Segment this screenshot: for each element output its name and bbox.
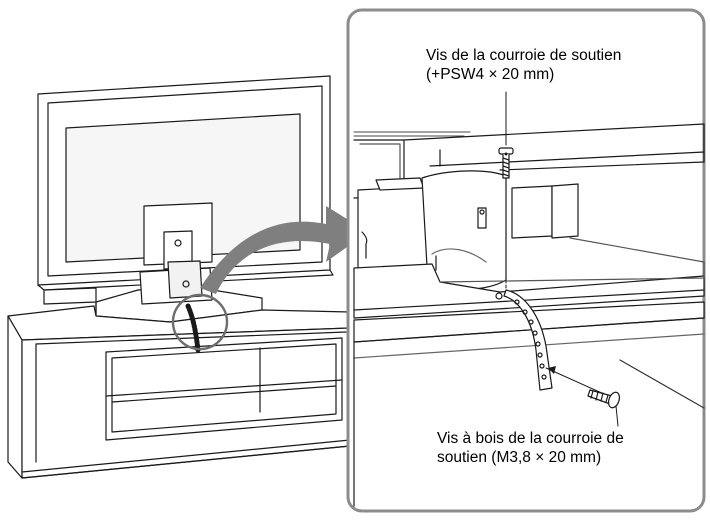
stand-neck [421,170,507,291]
wood-screw-label-line1: Vis à bois de la courroie de [437,430,624,447]
wood-screw-label: Vis à bois de la courroie de soutien (M3… [437,429,624,467]
zoom-circle [171,293,229,351]
tv-set [37,75,334,291]
stand-base-plate [353,237,705,319]
wood-screw-label-line2: soutien (M3,8 × 20 mm) [437,449,602,466]
support-belt-screw-label-line2: (+PSW4 × 20 mm) [426,66,555,83]
support-strap [495,289,553,391]
support-belt-screw-label-line1: Vis de la courroie de soutien [426,47,622,64]
support-belt-screw-label: Vis de la courroie de soutien (+PSW4 × 2… [426,46,621,84]
tv-overview [7,75,351,479]
support-belt-screw-icon [498,91,514,179]
support-strap-overview [185,303,201,353]
zoom-arrow [200,206,368,294]
wood-screw-icon [545,366,621,427]
detail-view [353,91,705,507]
tv-cabinet [7,305,351,479]
detail-panel-frame [346,8,706,513]
